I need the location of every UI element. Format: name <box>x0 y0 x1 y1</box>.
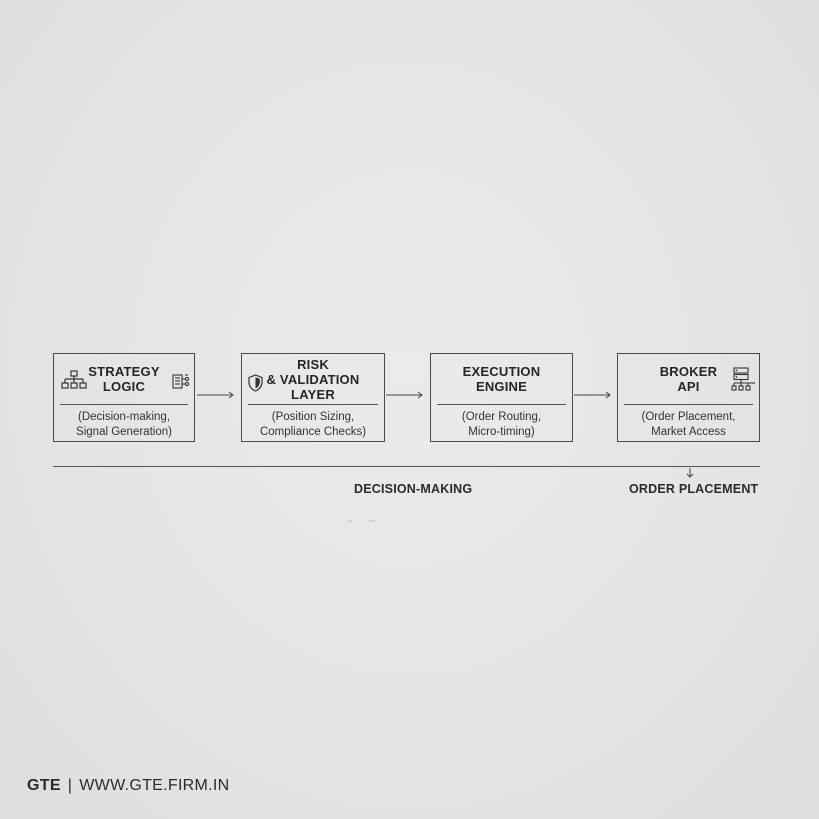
stage-baseline <box>53 466 760 467</box>
execution-engine-title-line: EXECUTION <box>462 364 541 379</box>
hierarchy-icon <box>61 370 87 395</box>
strategy-logic-box: STRATEGY LOGIC (Decision-making, Signal … <box>53 353 195 442</box>
strategy-logic-title-line: LOGIC <box>102 379 146 394</box>
execution-engine-description: (Order Routing, Micro-timing) <box>433 410 570 440</box>
footer-brand: GTE <box>27 777 61 794</box>
strategy-logic-description: (Decision-making, Signal Generation) <box>56 410 192 440</box>
footer-url[interactable]: WWW.GTE.FIRM.IN <box>79 777 230 794</box>
broker-api-title-line: BROKER <box>659 364 718 379</box>
execution-engine-title-line: ENGINE <box>475 379 528 394</box>
execution-engine-title: EXECUTION ENGINE <box>463 364 541 394</box>
risk-validation-desc-line: (Position Sizing, <box>271 411 355 423</box>
execution-engine-box: EXECUTION ENGINE (Order Routing, Micro-t… <box>430 353 573 442</box>
broker-api-desc-line: Market Access <box>651 426 726 438</box>
footer-separator: | <box>67 777 73 794</box>
broker-api-head: BROKER API <box>618 354 759 404</box>
risk-validation-description: (Position Sizing, Compliance Checks) <box>244 410 382 440</box>
footer: GTE | WWW.GTE.FIRM.IN <box>27 777 230 795</box>
risk-validation-title-line: RISK <box>297 356 329 372</box>
risk-validation-title-line: & VALIDATION <box>266 371 360 387</box>
strategy-logic-divider <box>60 404 188 405</box>
decorative-speck <box>348 520 375 522</box>
risk-validation-box: RISK & VALIDATION LAYER (Position Sizing… <box>241 353 385 442</box>
broker-api-title: BROKER API <box>660 364 718 394</box>
broker-api-box: BROKER API (Order Placement, Market Acce… <box>617 353 760 442</box>
risk-validation-divider <box>248 404 378 405</box>
broker-api-divider <box>624 404 753 405</box>
strategy-logic-title-line: STRATEGY <box>88 364 160 379</box>
strategy-logic-title: STRATEGY LOGIC <box>88 364 159 394</box>
execution-engine-head: EXECUTION ENGINE <box>431 354 572 404</box>
server-network-icon <box>731 367 757 400</box>
order-placement-label: ORDER PLACEMENT <box>629 482 759 496</box>
execution-engine-desc-line: Micro-timing) <box>468 426 535 438</box>
risk-validation-desc-line: Compliance Checks) <box>259 426 367 438</box>
execution-engine-desc-line: (Order Routing, <box>461 411 542 423</box>
flow-arrow-3 <box>574 391 611 399</box>
risk-validation-head: RISK & VALIDATION LAYER <box>242 354 384 404</box>
risk-validation-title: RISK & VALIDATION LAYER <box>267 357 360 402</box>
flow-arrow-1 <box>197 391 234 399</box>
down-arrow-icon <box>686 468 694 478</box>
strategy-logic-desc-line: (Decision-making, <box>77 411 171 423</box>
decision-making-label: DECISION-MAKING <box>354 482 473 496</box>
flow-arrow-2 <box>386 391 423 399</box>
processor-icon <box>172 373 190 396</box>
strategy-logic-head: STRATEGY LOGIC <box>54 354 194 404</box>
risk-validation-title-line: LAYER <box>291 386 335 402</box>
execution-engine-divider <box>437 404 566 405</box>
strategy-logic-desc-line: Signal Generation) <box>76 426 172 438</box>
broker-api-description: (Order Placement, Market Access <box>620 410 757 440</box>
broker-api-desc-line: (Order Placement, <box>641 411 736 423</box>
shield-icon <box>248 374 263 397</box>
broker-api-title-line: API <box>677 379 700 394</box>
